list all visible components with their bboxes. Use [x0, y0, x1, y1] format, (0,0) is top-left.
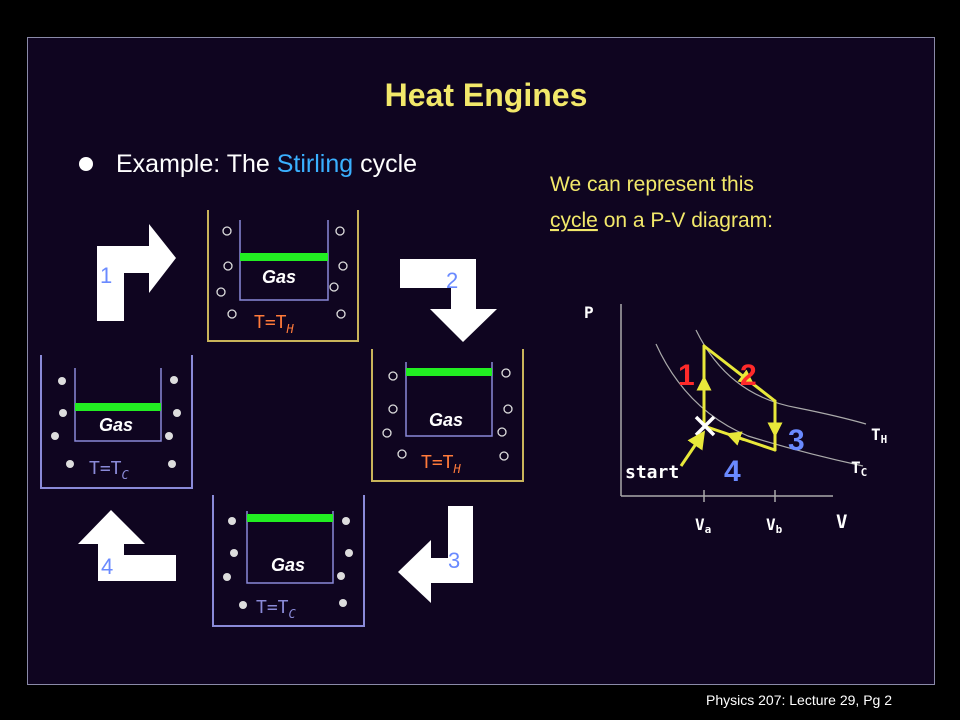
bullet-dot — [79, 157, 93, 171]
isotherm-th — [695, 329, 867, 425]
arrow-label-3: 3 — [448, 548, 460, 573]
p-axis-label: P — [584, 303, 594, 322]
arrow-label-4: 4 — [101, 554, 113, 579]
piston-3 — [247, 514, 333, 522]
stirling-highlight: Stirling — [277, 150, 353, 178]
process-arrow-1 — [97, 224, 176, 321]
piston-2 — [406, 368, 492, 376]
slide-canvas: Heat Engines Example: The Stirling cycle… — [40, 77, 887, 627]
temp-label-3: T=TC — [256, 597, 297, 621]
pv-diagram: P V Va Vb TH TC start 1 2 3 4 — [584, 303, 887, 536]
process-arrow-4 — [78, 510, 176, 581]
note-line-2: cycle on a P-V diagram: — [550, 209, 773, 232]
v-axis-label: V — [836, 511, 847, 533]
tc-label: TC — [851, 458, 867, 479]
vb-label: Vb — [766, 515, 783, 536]
process-arrow-2 — [400, 259, 497, 342]
temp-label-1: T=TH — [254, 312, 295, 336]
start-label: start — [625, 462, 679, 483]
piston-4 — [75, 403, 161, 411]
state-3-container: Gas T=TC — [212, 495, 365, 627]
state-number-1: 1 — [678, 359, 695, 392]
state-number-3: 3 — [788, 424, 805, 457]
state-number-4: 4 — [724, 455, 741, 488]
gas-label-4: Gas — [99, 415, 133, 435]
state-2-container: Gas T=TH — [371, 349, 524, 482]
piston-1 — [240, 253, 328, 261]
state-1-container: Gas T=TH — [207, 210, 359, 342]
bullet-text: Example: The Stirling cycle — [116, 150, 417, 178]
gas-label-1: Gas — [262, 267, 296, 287]
start-pointer-arrow — [679, 430, 706, 467]
th-label: TH — [871, 425, 887, 446]
gas-label-2: Gas — [429, 410, 463, 430]
slide-footer: Physics 207: Lecture 29, Pg 2 — [706, 692, 892, 708]
temp-label-4: T=TC — [89, 458, 130, 482]
arrow-label-2: 2 — [446, 268, 458, 293]
temp-label-2: T=TH — [421, 452, 462, 476]
arrow-label-1: 1 — [100, 263, 112, 288]
isotherm-tc — [655, 343, 864, 467]
state-number-2: 2 — [740, 359, 757, 392]
note-line-1: We can represent this — [550, 173, 754, 196]
process-arrow-3 — [398, 506, 473, 603]
slide-title: Heat Engines — [385, 77, 588, 113]
va-label: Va — [695, 515, 711, 536]
slide: Heat Engines Example: The Stirling cycle… — [27, 37, 935, 685]
underlined-cycle: cycle — [550, 209, 598, 232]
gas-label-3: Gas — [271, 555, 305, 575]
state-4-container: Gas T=TC — [40, 355, 193, 489]
